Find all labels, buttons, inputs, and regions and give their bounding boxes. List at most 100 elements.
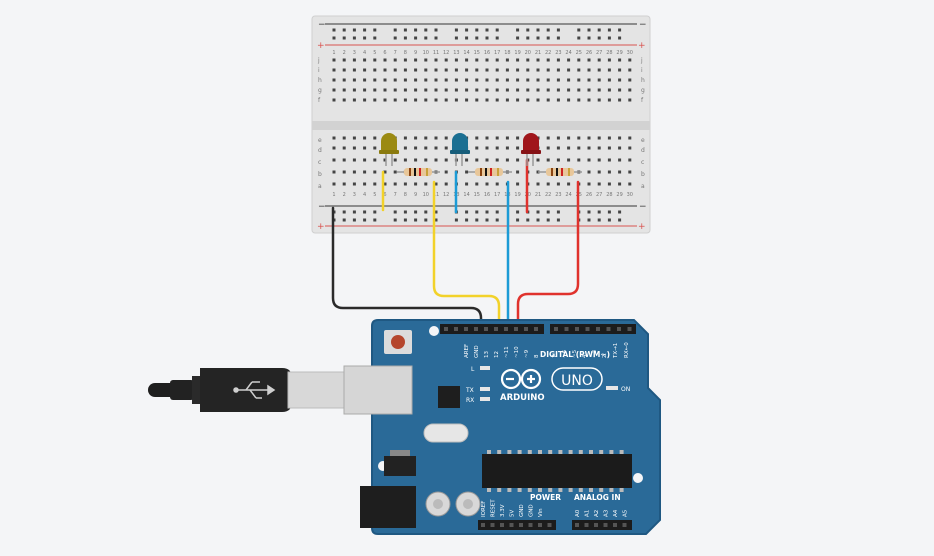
breadboard-hole[interactable] bbox=[465, 58, 469, 62]
breadboard-hole[interactable] bbox=[516, 78, 520, 82]
breadboard-hole[interactable] bbox=[546, 136, 550, 140]
rail-hole[interactable] bbox=[352, 210, 356, 214]
breadboard-hole[interactable] bbox=[475, 182, 479, 186]
header-pin[interactable] bbox=[606, 327, 611, 331]
breadboard-hole[interactable] bbox=[516, 88, 520, 92]
breadboard-hole[interactable] bbox=[577, 68, 581, 72]
rail-hole[interactable] bbox=[587, 210, 591, 214]
breadboard-hole[interactable] bbox=[485, 158, 489, 162]
breadboard-hole[interactable] bbox=[414, 146, 418, 150]
breadboard-hole[interactable] bbox=[587, 182, 591, 186]
rail-hole[interactable] bbox=[597, 210, 601, 214]
breadboard-hole[interactable] bbox=[454, 68, 458, 72]
header-pin[interactable] bbox=[575, 327, 579, 331]
breadboard-hole[interactable] bbox=[495, 136, 499, 140]
breadboard-hole[interactable] bbox=[618, 170, 622, 174]
wire-black-gnd[interactable] bbox=[331, 206, 483, 331]
breadboard-hole[interactable] bbox=[403, 136, 407, 140]
header-pin[interactable] bbox=[519, 523, 523, 527]
rail-hole[interactable] bbox=[352, 36, 356, 40]
breadboard-hole[interactable] bbox=[373, 58, 377, 62]
breadboard-hole[interactable] bbox=[567, 68, 571, 72]
rail-hole[interactable] bbox=[536, 210, 540, 214]
breadboard-hole[interactable] bbox=[556, 136, 560, 140]
rail-hole[interactable] bbox=[342, 36, 346, 40]
rail-hole[interactable] bbox=[424, 210, 428, 214]
rail-hole[interactable] bbox=[618, 218, 622, 222]
rail-hole[interactable] bbox=[526, 36, 530, 40]
breadboard-hole[interactable] bbox=[526, 98, 530, 102]
breadboard-hole[interactable] bbox=[628, 98, 632, 102]
breadboard-hole[interactable] bbox=[516, 170, 520, 174]
rail-hole[interactable] bbox=[393, 210, 397, 214]
rail-hole[interactable] bbox=[485, 210, 489, 214]
breadboard-hole[interactable] bbox=[505, 58, 509, 62]
breadboard-hole[interactable] bbox=[434, 68, 438, 72]
breadboard-hole[interactable] bbox=[342, 78, 346, 82]
rail-hole[interactable] bbox=[363, 218, 367, 222]
breadboard-hole[interactable] bbox=[536, 58, 540, 62]
breadboard-hole[interactable] bbox=[444, 136, 448, 140]
breadboard-hole[interactable] bbox=[393, 58, 397, 62]
breadboard-hole[interactable] bbox=[546, 98, 550, 102]
breadboard-hole[interactable] bbox=[332, 158, 336, 162]
header-pin[interactable] bbox=[500, 523, 504, 527]
header-pin[interactable] bbox=[554, 327, 558, 331]
breadboard-hole[interactable] bbox=[597, 170, 601, 174]
breadboard-hole[interactable] bbox=[495, 78, 499, 82]
breadboard-hole[interactable] bbox=[444, 146, 448, 150]
breadboard-hole[interactable] bbox=[434, 58, 438, 62]
breadboard-hole[interactable] bbox=[414, 182, 418, 186]
breadboard-hole[interactable] bbox=[516, 58, 520, 62]
breadboard-hole[interactable] bbox=[536, 68, 540, 72]
breadboard-hole[interactable] bbox=[475, 88, 479, 92]
rail-hole[interactable] bbox=[434, 36, 438, 40]
breadboard-hole[interactable] bbox=[414, 88, 418, 92]
header-pin[interactable] bbox=[481, 523, 485, 527]
header-pin[interactable] bbox=[490, 523, 495, 527]
resistor-1[interactable] bbox=[397, 168, 440, 176]
breadboard-hole[interactable] bbox=[567, 146, 571, 150]
breadboard-hole[interactable] bbox=[383, 58, 387, 62]
header-pin[interactable] bbox=[509, 523, 514, 527]
rail-hole[interactable] bbox=[546, 36, 550, 40]
breadboard-hole[interactable] bbox=[424, 136, 428, 140]
breadboard-hole[interactable] bbox=[577, 78, 581, 82]
breadboard-hole[interactable] bbox=[505, 146, 509, 150]
rail-hole[interactable] bbox=[414, 36, 418, 40]
breadboard-hole[interactable] bbox=[607, 146, 611, 150]
header-pin[interactable] bbox=[494, 327, 498, 331]
rail-hole[interactable] bbox=[618, 28, 622, 32]
rail-hole[interactable] bbox=[587, 218, 591, 222]
breadboard-hole[interactable] bbox=[475, 136, 479, 140]
breadboard-hole[interactable] bbox=[332, 182, 336, 186]
breadboard-hole[interactable] bbox=[373, 158, 377, 162]
breadboard-hole[interactable] bbox=[485, 88, 489, 92]
breadboard-hole[interactable] bbox=[577, 88, 581, 92]
usb-cable[interactable] bbox=[148, 368, 345, 412]
breadboard-hole[interactable] bbox=[475, 78, 479, 82]
breadboard-hole[interactable] bbox=[587, 146, 591, 150]
rail-hole[interactable] bbox=[597, 218, 601, 222]
breadboard-hole[interactable] bbox=[332, 88, 336, 92]
breadboard-hole[interactable] bbox=[597, 136, 601, 140]
breadboard-hole[interactable] bbox=[516, 68, 520, 72]
header-pin[interactable] bbox=[585, 327, 590, 331]
rail-hole[interactable] bbox=[577, 36, 581, 40]
rail-hole[interactable] bbox=[495, 36, 499, 40]
breadboard-hole[interactable] bbox=[628, 182, 632, 186]
breadboard-hole[interactable] bbox=[536, 98, 540, 102]
rail-hole[interactable] bbox=[618, 210, 622, 214]
rail-hole[interactable] bbox=[434, 28, 438, 32]
rail-hole[interactable] bbox=[536, 218, 540, 222]
breadboard-hole[interactable] bbox=[363, 170, 367, 174]
header-pin[interactable] bbox=[484, 327, 488, 331]
breadboard-hole[interactable] bbox=[434, 158, 438, 162]
breadboard-hole[interactable] bbox=[536, 78, 540, 82]
breadboard-hole[interactable] bbox=[465, 98, 469, 102]
breadboard-hole[interactable] bbox=[607, 170, 611, 174]
breadboard-hole[interactable] bbox=[587, 58, 591, 62]
breadboard-hole[interactable] bbox=[597, 78, 601, 82]
breadboard-hole[interactable] bbox=[383, 98, 387, 102]
breadboard-hole[interactable] bbox=[342, 136, 346, 140]
